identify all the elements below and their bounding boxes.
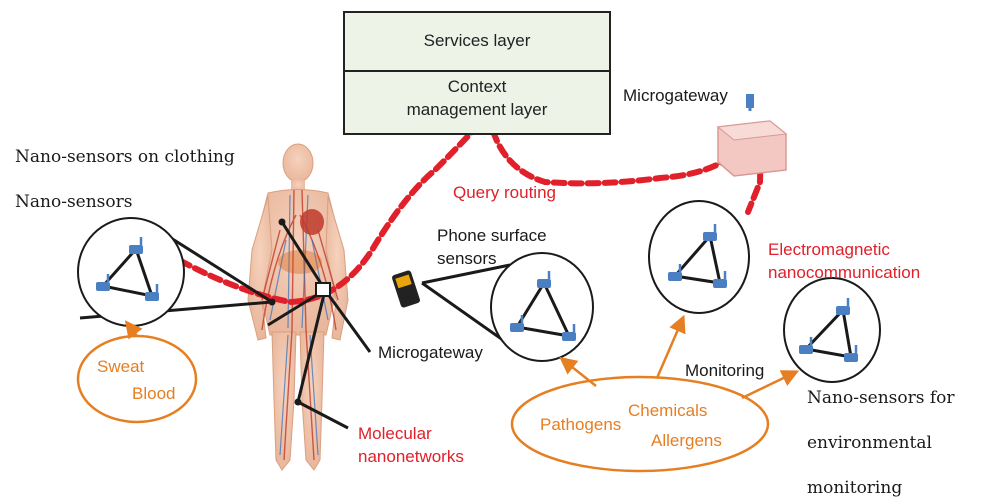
orange-arrows [124, 314, 800, 400]
monitoring-label: Monitoring [685, 361, 765, 380]
query-routing-label: Query routing [453, 183, 556, 202]
microgateway-device-icon [716, 94, 788, 177]
services-layer-label: Services layer [423, 31, 531, 50]
phone-surface-sensors-label-line1: Phone surface [437, 226, 547, 245]
nano-sensor-nodes [96, 224, 858, 362]
nano-sensor-node-icon [562, 324, 576, 341]
sensor-cluster-clothing [77, 217, 185, 327]
body-junction-nodes [268, 218, 302, 406]
phone-surface-sensors-label-line2: sensors [437, 249, 497, 268]
body-microgateway-icon [315, 282, 331, 297]
blood-label: Blood [132, 384, 176, 403]
nano-sensor-node-icon [668, 264, 682, 281]
nano-sensor-node-icon [537, 271, 551, 288]
context-layer-label-line2: management layer [406, 100, 548, 119]
nano-sensor-node-icon [510, 315, 524, 332]
microgateway-body-label: Microgateway [378, 343, 483, 362]
nano-sensor-node-icon [844, 345, 858, 362]
nano-sensor-node-icon [129, 237, 143, 254]
env-sensors-label-line3: monitoring [807, 478, 903, 498]
electromagnetic-label-line2: nanocommunication [768, 263, 921, 282]
sensor-cluster-phone [490, 252, 594, 362]
pathogens-ellipse [510, 375, 770, 473]
chemicals-label: Chemicals [628, 401, 708, 420]
phone-icon [392, 270, 420, 308]
sensor-cluster-em [648, 200, 750, 314]
allergens-label: Allergens [651, 431, 722, 450]
sweat-label: Sweat [97, 357, 145, 376]
molecular-label-line2: nanonetworks [358, 447, 464, 466]
nano-sensor-node-icon [799, 337, 813, 354]
env-sensors-label-line1: Nano-sensors for [807, 388, 955, 408]
nano-sensor-node-icon [145, 284, 159, 301]
context-layer-label-line1: Context [447, 77, 507, 96]
nano-sensor-node-icon [713, 271, 727, 288]
nano-sensor-node-icon [703, 224, 717, 241]
electromagnetic-label-line1: Electromagnetic [768, 240, 890, 259]
microgateway-top-label: Microgateway [623, 86, 728, 105]
nano-sensor-node-icon [836, 298, 850, 315]
nano-sensor-node-icon [96, 274, 110, 291]
molecular-label-line1: Molecular [358, 424, 432, 443]
layer-divider [345, 70, 609, 72]
nano-sensors-label: Nano-sensors [15, 192, 133, 212]
sweat-blood-ellipse [76, 334, 198, 424]
env-sensors-label-line2: environmental [807, 433, 932, 453]
pathogens-label: Pathogens [540, 415, 622, 434]
nano-sensors-on-clothing-label: Nano-sensors on clothing [15, 147, 235, 167]
layer-stack-box: Services layer Context management layer [343, 11, 611, 135]
sensor-cluster-environment [783, 277, 881, 383]
